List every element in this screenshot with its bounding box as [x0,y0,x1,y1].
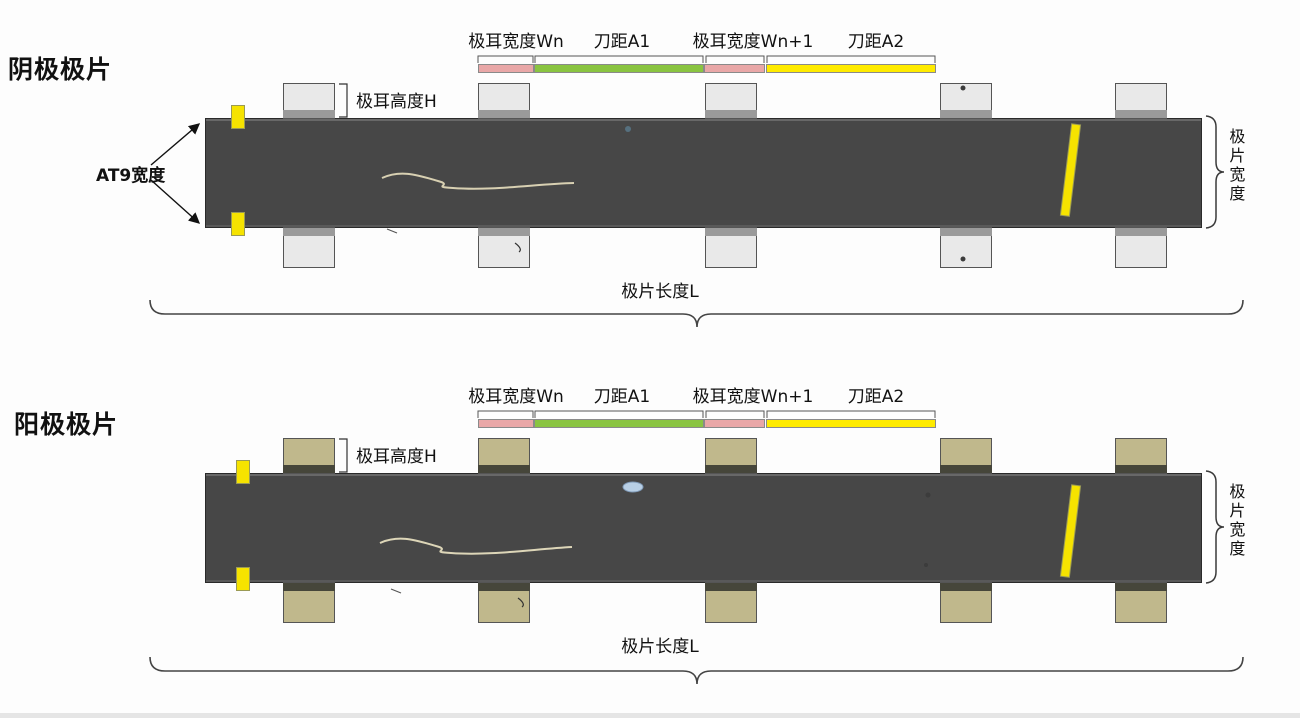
bottom-tab [1115,582,1167,623]
sheet-width-label: 极片宽度 [1226,128,1246,204]
knife-distance-a1-bar [534,419,704,428]
anode-panel: 阳极极片 极耳宽度Wn 刀距A1 极耳宽度Wn+1 刀距A2 极耳高度H 极片宽… [0,355,1300,713]
tab-scratch [390,588,402,594]
bottom-tab [940,582,992,623]
sheet-length-brace [149,299,1244,328]
tab-height-bracket [339,438,348,473]
tab-coating-band [705,110,757,118]
cathode-panel: 阴极极片 极耳宽度Wn 刀距A1 极耳宽度Wn+1 刀距A2 极耳高度H AT9… [0,0,1300,358]
knife-distance-a2-label: 刀距A2 [847,32,905,52]
top-tab [478,438,530,474]
tab-width-wn1-label: 极耳宽度Wn+1 [692,32,814,52]
tab-height-label: 极耳高度H [356,447,437,467]
top-tab [940,83,992,119]
tab-coating-band [478,110,530,118]
bottom-tab [1115,227,1167,268]
top-tab [940,438,992,474]
yellow-defect-marker [231,105,245,129]
tab-coating-band [1115,228,1167,236]
sheet-length-label: 极片长度L [621,282,699,302]
top-tab [1115,83,1167,119]
tab-coating-band [478,583,530,591]
sheet-length-brace [149,656,1244,685]
knife-distance-a2-bar [766,419,936,428]
tab-width-wn-bar [478,419,534,428]
tab-height-bracket [339,83,348,118]
top-tab [283,83,335,119]
bottom-tab [478,227,530,268]
measure-brackets [477,410,936,418]
anode-panel-title: 阳极极片 [14,410,119,439]
tab-coating-band [283,583,335,591]
knife-distance-a2-label: 刀距A2 [847,387,905,407]
bottom-tab [283,582,335,623]
tab-coating-band [1115,583,1167,591]
tab-coating-band [705,583,757,591]
knife-distance-a1-label: 刀距A1 [593,387,651,407]
bottom-tab [478,582,530,623]
tab-width-wn1-bar [704,419,765,428]
tab-coating-band [940,228,992,236]
sheet-length-label: 极片长度L [621,637,699,657]
tab-coating-band [1115,465,1167,473]
top-tab [705,438,757,474]
tab-width-wn-bar [478,64,534,73]
yellow-defect-marker [236,567,250,591]
tab-coating-band [283,465,335,473]
knife-distance-a2-bar [766,64,936,73]
bottom-tab [940,227,992,268]
tab-coating-band [940,583,992,591]
measure-brackets [477,55,936,63]
yellow-defect-marker [236,460,250,484]
tab-coating-band [283,110,335,118]
bottom-tab [705,582,757,623]
tab-height-label: 极耳高度H [356,92,437,112]
bottom-tab [283,227,335,268]
tab-coating-band [705,465,757,473]
sheet-width-brace [1205,115,1225,229]
bottom-tab [705,227,757,268]
tab-coating-band [478,465,530,473]
tab-coating-band [940,110,992,118]
tab-width-wn1-label: 极耳宽度Wn+1 [692,387,814,407]
knife-distance-a1-bar [534,64,704,73]
sheet-width-brace [1205,470,1225,584]
knife-distance-a1-label: 刀距A1 [593,32,651,52]
tab-coating-band [705,228,757,236]
tab-width-wn-label: 极耳宽度Wn [468,32,564,52]
top-tab [1115,438,1167,474]
sheet-width-label: 极片宽度 [1226,483,1246,559]
tab-scratch [386,228,398,234]
top-tab [705,83,757,119]
tab-coating-band [940,465,992,473]
tab-coating-band [1115,110,1167,118]
top-tab [283,438,335,474]
tab-coating-band [283,228,335,236]
electrode-strip [205,473,1202,583]
cathode-panel-title: 阴极极片 [8,55,113,84]
yellow-defect-marker [231,212,245,236]
tab-coating-band [478,228,530,236]
top-tab [478,83,530,119]
bottom-edge-divider [0,713,1300,718]
tab-width-wn1-bar [704,64,765,73]
tab-width-wn-label: 极耳宽度Wn [468,387,564,407]
at9-width-label: AT9宽度 [96,166,166,186]
electrode-strip [205,118,1202,228]
